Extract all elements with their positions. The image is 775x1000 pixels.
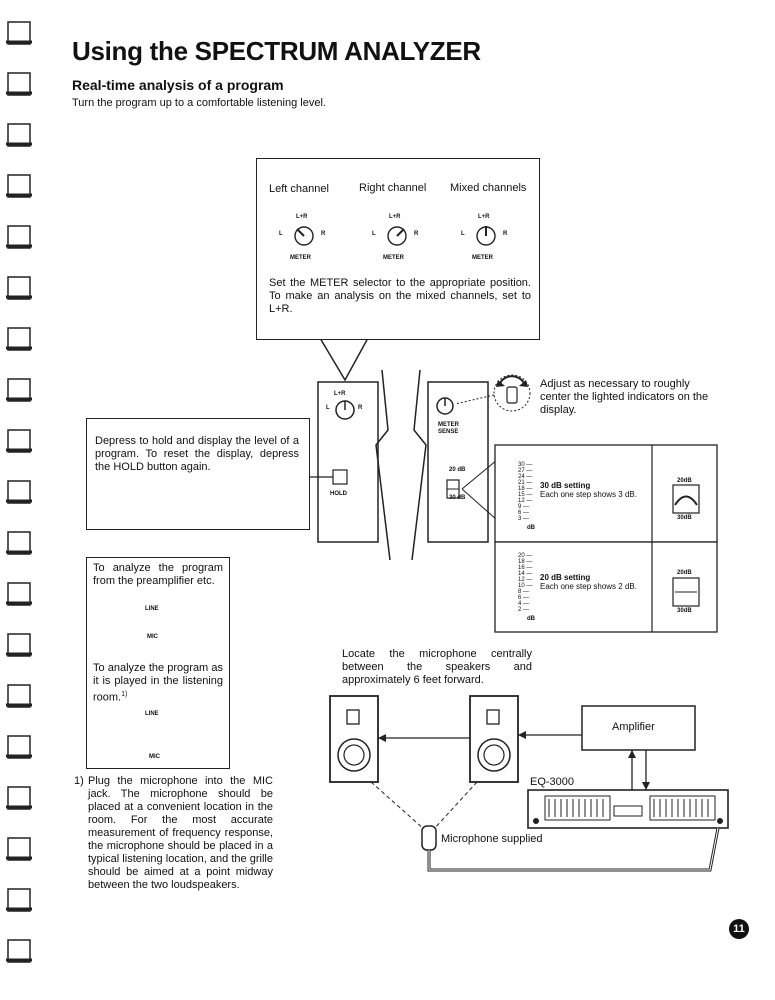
- scale-tick: 21 —: [518, 480, 533, 486]
- binding-hole: [7, 480, 31, 504]
- binding-hole: [7, 276, 31, 300]
- scale-30-step: Each one step shows 3 dB.: [540, 490, 637, 499]
- locate-text: Locate the microphone centrally between …: [342, 648, 532, 686]
- scale-20-btn-bottom: 30dB: [677, 608, 692, 614]
- page-number: 11: [729, 919, 749, 939]
- page-title: Using the SPECTRUM ANALYZER: [72, 36, 481, 66]
- scale-tick: 27 —: [518, 468, 533, 474]
- scale-20-title: 20 dB setting: [540, 573, 591, 582]
- scale-tick: 30 —: [518, 462, 533, 468]
- scale-tick: 6 —: [518, 595, 530, 601]
- heading-mixed-channels: Mixed channels: [450, 182, 527, 194]
- panel-20db-label: 20 dB: [449, 467, 466, 473]
- scale-20-btn-top: 20dB: [677, 570, 692, 576]
- scale-tick: 18 —: [518, 559, 533, 565]
- microphone-icon: [421, 825, 437, 851]
- line-label-2: LINE: [145, 711, 159, 717]
- knob-mixed-channels: L+R L R METER: [461, 214, 511, 264]
- mic-label-1: MIC: [147, 634, 158, 640]
- scale-tick: 8 —: [518, 589, 530, 595]
- scale-30-title: 30 dB setting: [540, 481, 591, 490]
- scale-tick: 20 —: [518, 553, 533, 559]
- knob-icon: [387, 226, 407, 246]
- scale-20-step: Each one step shows 2 dB.: [540, 582, 637, 591]
- panel-r-label: R: [358, 405, 363, 411]
- knob-left-channel: L+R L R METER: [279, 214, 329, 264]
- panel-meter-sense-label: METER SENSE: [438, 422, 459, 435]
- footnote-text: Plug the microphone into the MIC jack. T…: [88, 775, 273, 891]
- heading-left-channel: Left channel: [269, 183, 329, 195]
- mic-label-2: MIC: [149, 754, 160, 760]
- knob-icon: [476, 226, 496, 246]
- meter-selector-box: Left channel Right channel Mixed channel…: [256, 158, 540, 340]
- knob-right-channel: L+R L R METER: [372, 214, 422, 264]
- panel-hold-label: HOLD: [330, 491, 347, 497]
- scale-tick: 2 —: [518, 607, 530, 613]
- eq-label: EQ-3000: [530, 776, 575, 788]
- input-selection-box: To analyze the program from the preampli…: [86, 557, 230, 769]
- scale-tick: 18 —: [518, 486, 533, 492]
- line-label-1: LINE: [145, 606, 159, 612]
- scale-tick: 6 —: [518, 510, 530, 516]
- scale-tick: 15 —: [518, 492, 533, 498]
- binding-hole: [7, 72, 31, 96]
- scale-30-btn-top: 20dB: [677, 478, 692, 484]
- binding-hole: [7, 684, 31, 708]
- binding-hole: [7, 735, 31, 759]
- panel-30db-label: 30 dB: [449, 495, 466, 501]
- hold-note: Depress to hold and display the level of…: [95, 435, 299, 473]
- footnote-marker: 1): [74, 775, 84, 787]
- hold-note-box: Depress to hold and display the level of…: [86, 418, 310, 530]
- amplifier-label: Amplifier: [612, 721, 655, 733]
- scale-tick: 3 —: [518, 516, 530, 522]
- scale-30-desc: 30 dB setting Each one step shows 3 dB.: [540, 481, 650, 499]
- room-text: To analyze the program as it is played i…: [93, 662, 223, 704]
- preamp-text: To analyze the program from the preampli…: [93, 562, 223, 587]
- scale-tick: 12 —: [518, 498, 533, 504]
- binding-hole: [7, 582, 31, 606]
- binding-hole: [7, 786, 31, 810]
- scale-tick: 24 —: [518, 474, 533, 480]
- binding-hole: [7, 123, 31, 147]
- binding-hole: [7, 21, 31, 45]
- section-subtitle: Real-time analysis of a program: [72, 77, 284, 93]
- scale-30-btn-bottom: 30dB: [677, 515, 692, 521]
- binding-hole: [7, 939, 31, 963]
- spiral-binding: [6, 21, 32, 963]
- binding-hole: [7, 174, 31, 198]
- meter-instruction: Set the METER selector to the appropriat…: [269, 277, 531, 315]
- scale-20-unit: dB: [527, 616, 535, 622]
- scale-tick: 10 —: [518, 583, 533, 589]
- binding-hole: [7, 888, 31, 912]
- scale-tick: 9 —: [518, 504, 530, 510]
- scale-20-desc: 20 dB setting Each one step shows 2 dB.: [540, 573, 650, 591]
- knob-icon: [294, 226, 314, 246]
- scale-tick: 14 —: [518, 571, 533, 577]
- binding-hole: [7, 225, 31, 249]
- binding-hole: [7, 327, 31, 351]
- hold-button-icon: [332, 469, 348, 485]
- binding-hole: [7, 531, 31, 555]
- room-footnote-mark: 1): [121, 691, 128, 698]
- binding-hole: [7, 837, 31, 861]
- intro-text: Turn the program up to a comfortable lis…: [72, 97, 326, 109]
- microphone-label: Microphone supplied: [441, 833, 543, 845]
- scale-tick: 4 —: [518, 601, 530, 607]
- panel-l-label: L: [326, 405, 330, 411]
- binding-hole: [7, 378, 31, 402]
- scale-tick: 12 —: [518, 577, 533, 583]
- binding-hole: [7, 633, 31, 657]
- binding-hole: [7, 429, 31, 453]
- amplifier-box: [581, 705, 696, 751]
- panel-lr-label: L+R: [334, 391, 346, 397]
- scale-tick: 16 —: [518, 565, 533, 571]
- heading-right-channel: Right channel: [359, 182, 427, 194]
- adjust-note: Adjust as necessary to roughly center th…: [540, 378, 709, 416]
- scale-30-unit: dB: [527, 525, 535, 531]
